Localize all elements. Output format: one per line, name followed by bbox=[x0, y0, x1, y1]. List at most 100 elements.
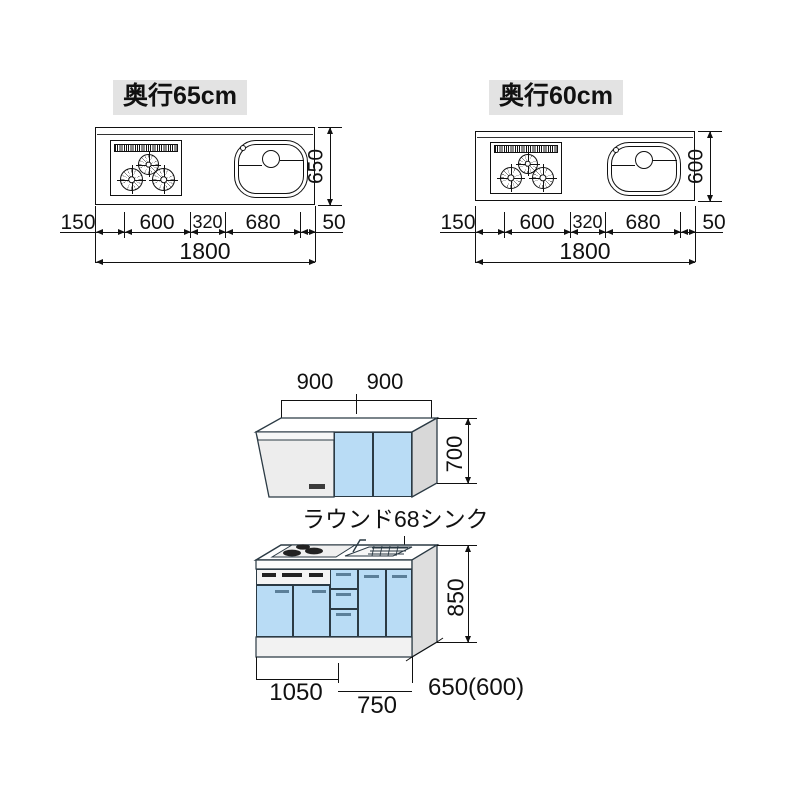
sink-bowl-inner-60 bbox=[611, 146, 677, 192]
segment-tick-d-65 bbox=[225, 212, 226, 238]
burner-crosshair-h bbox=[149, 179, 178, 181]
seg-arrow-4l-65 bbox=[226, 229, 233, 235]
seg-arrow-4r-60 bbox=[674, 229, 681, 235]
seg-arrow-3r-65 bbox=[219, 229, 226, 235]
burner-crosshair-h bbox=[515, 164, 541, 165]
sink-contour-right-65 bbox=[280, 160, 304, 161]
base-door-left-2-handle[interactable] bbox=[312, 590, 326, 593]
base-drawer-mid[interactable] bbox=[330, 589, 358, 609]
total-ext-right-65 bbox=[315, 232, 316, 262]
base-door-right-2[interactable] bbox=[386, 569, 412, 637]
wall-height-ext-bottom bbox=[437, 483, 477, 484]
base-drawer-bottom-handle[interactable] bbox=[336, 613, 351, 616]
seg-arrow-2l-60 bbox=[505, 229, 512, 235]
burner-crosshair-h bbox=[497, 178, 525, 179]
appliance-knob-2 bbox=[309, 573, 323, 577]
faucet-hole-65 bbox=[240, 145, 246, 151]
depth-ext-top-65 bbox=[318, 127, 342, 128]
burner-crosshair-v bbox=[528, 151, 529, 177]
base-height-arrow-top bbox=[465, 545, 471, 552]
segment-label-50-65: 50 bbox=[322, 211, 346, 234]
segment-tick-f-60 bbox=[695, 206, 696, 238]
base-drawer-mid-handle[interactable] bbox=[336, 593, 351, 596]
base-door-right-1[interactable] bbox=[358, 569, 386, 637]
wall-width-left-label: 900 bbox=[296, 369, 334, 394]
range-hood-control-strip bbox=[309, 484, 325, 489]
base-drawer-top-handle[interactable] bbox=[336, 573, 351, 576]
seg-arrow-1l-65 bbox=[96, 229, 103, 235]
base-door-right-1-handle[interactable] bbox=[364, 575, 379, 578]
segment-tick-c-65 bbox=[190, 212, 191, 238]
wall-cabinet-top-face bbox=[253, 417, 440, 433]
base-cabinet-right-side bbox=[411, 543, 438, 659]
burner-rear-65 bbox=[135, 151, 162, 178]
seg-arrow-5r-65 bbox=[309, 229, 316, 235]
depth-chip-60: 奥行60cm bbox=[489, 80, 623, 115]
total-ext-left-65 bbox=[95, 232, 96, 262]
total-ext-left-60 bbox=[475, 232, 476, 262]
burner-crosshair-v bbox=[543, 164, 544, 192]
sink-bowl-inner-65 bbox=[238, 144, 304, 194]
base-height-label: 850 bbox=[442, 578, 469, 617]
segment-label-150-60: 150 bbox=[440, 211, 476, 234]
faucet-icon bbox=[352, 539, 366, 553]
segment-tick-d-60 bbox=[605, 212, 606, 238]
base-cooktop-surface bbox=[270, 544, 357, 558]
segment-label-150-65: 150 bbox=[60, 211, 96, 234]
wall-cabinet-right-side bbox=[411, 416, 438, 499]
segment-dim-line-65 bbox=[60, 232, 343, 233]
depth-ext-bottom-60 bbox=[698, 201, 722, 202]
burner-left-65 bbox=[117, 165, 146, 194]
seg-arrow-3l-60 bbox=[571, 229, 578, 235]
base-width-ext-mid bbox=[338, 663, 339, 683]
burner-rear-60 bbox=[515, 151, 541, 177]
depth-chip-65: 奥行65cm bbox=[113, 80, 247, 115]
seg-arrow-1r-60 bbox=[498, 229, 505, 235]
base-door-left-1-handle[interactable] bbox=[275, 590, 289, 593]
burner-crosshair-v bbox=[163, 165, 165, 194]
burner-crosshair-h bbox=[117, 179, 146, 181]
base-drawer-top[interactable] bbox=[330, 569, 358, 589]
total-width-label-60: 1800 bbox=[559, 238, 611, 264]
burner-left-60 bbox=[497, 164, 525, 192]
base-width-right-label: 750 bbox=[356, 692, 398, 719]
burner-crosshair-v bbox=[131, 165, 133, 194]
segment-tick-b-65 bbox=[124, 212, 125, 238]
wall-door-right[interactable] bbox=[373, 432, 412, 497]
segment-label-680-65: 680 bbox=[245, 211, 281, 234]
base-door-left-2[interactable] bbox=[293, 585, 330, 637]
base-depth-label: 650(600) bbox=[428, 674, 525, 701]
burner-right-65 bbox=[149, 165, 178, 194]
burner-crosshair-h bbox=[529, 178, 557, 179]
base-door-right-2-handle[interactable] bbox=[392, 575, 407, 578]
appliance-display bbox=[282, 573, 302, 577]
seg-arrow-2r-65 bbox=[184, 229, 191, 235]
segment-tick-b-60 bbox=[504, 212, 505, 238]
base-cabinet-toe-kick bbox=[255, 636, 413, 658]
seg-arrow-5r-60 bbox=[689, 229, 696, 235]
seg-arrow-5l-65 bbox=[301, 229, 308, 235]
seg-arrow-1l-60 bbox=[476, 229, 483, 235]
seg-arrow-3r-60 bbox=[599, 229, 606, 235]
base-height-arrow-bottom bbox=[465, 636, 471, 643]
base-width-ext-left bbox=[256, 657, 257, 679]
wall-height-ext-top bbox=[437, 418, 477, 419]
segment-label-320-60: 320 bbox=[572, 212, 603, 232]
total-arrow-right-65 bbox=[309, 259, 316, 265]
base-door-left-1[interactable] bbox=[256, 585, 293, 637]
wall-door-left[interactable] bbox=[334, 432, 373, 497]
base-sink-surface bbox=[344, 546, 413, 557]
faucet-hole-60 bbox=[613, 147, 619, 153]
segment-label-600-65: 600 bbox=[139, 211, 175, 234]
wall-height-arrow-top bbox=[465, 418, 471, 425]
base-height-ext-bottom bbox=[437, 642, 477, 643]
base-height-dim-line bbox=[468, 545, 469, 642]
grill-vent-65 bbox=[114, 144, 178, 152]
depth-dim-arrow-bottom-60 bbox=[707, 195, 713, 202]
base-countertop-front-edge bbox=[255, 559, 413, 570]
segment-tick-e-65 bbox=[300, 212, 301, 238]
segment-tick-a-65 bbox=[95, 206, 96, 238]
wall-width-ext-mid bbox=[356, 394, 357, 414]
segment-tick-c-60 bbox=[570, 212, 571, 238]
depth-ext-top-60 bbox=[698, 131, 722, 132]
